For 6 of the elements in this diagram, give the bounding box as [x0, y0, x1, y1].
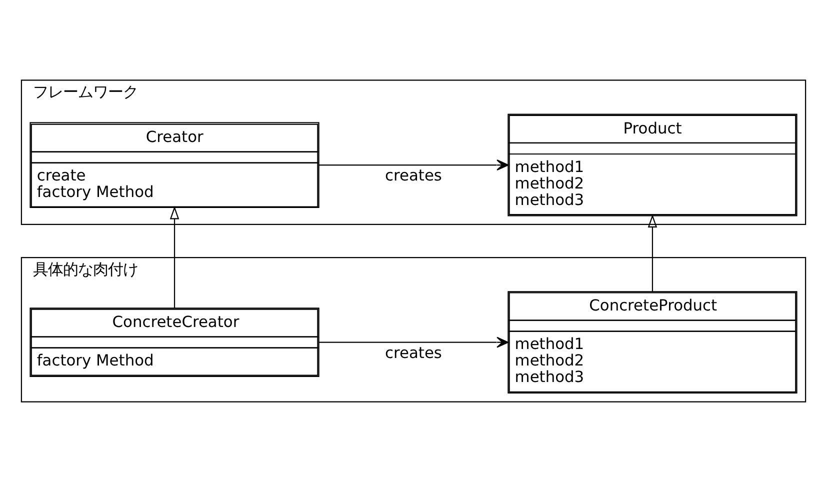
- arrow: [170, 206, 180, 308]
- arrow: [648, 214, 658, 292]
- arrow: [318, 336, 509, 348]
- edge-label: creates: [385, 166, 442, 185]
- edge-label: creates: [385, 344, 442, 362]
- arrow: [318, 160, 509, 171]
